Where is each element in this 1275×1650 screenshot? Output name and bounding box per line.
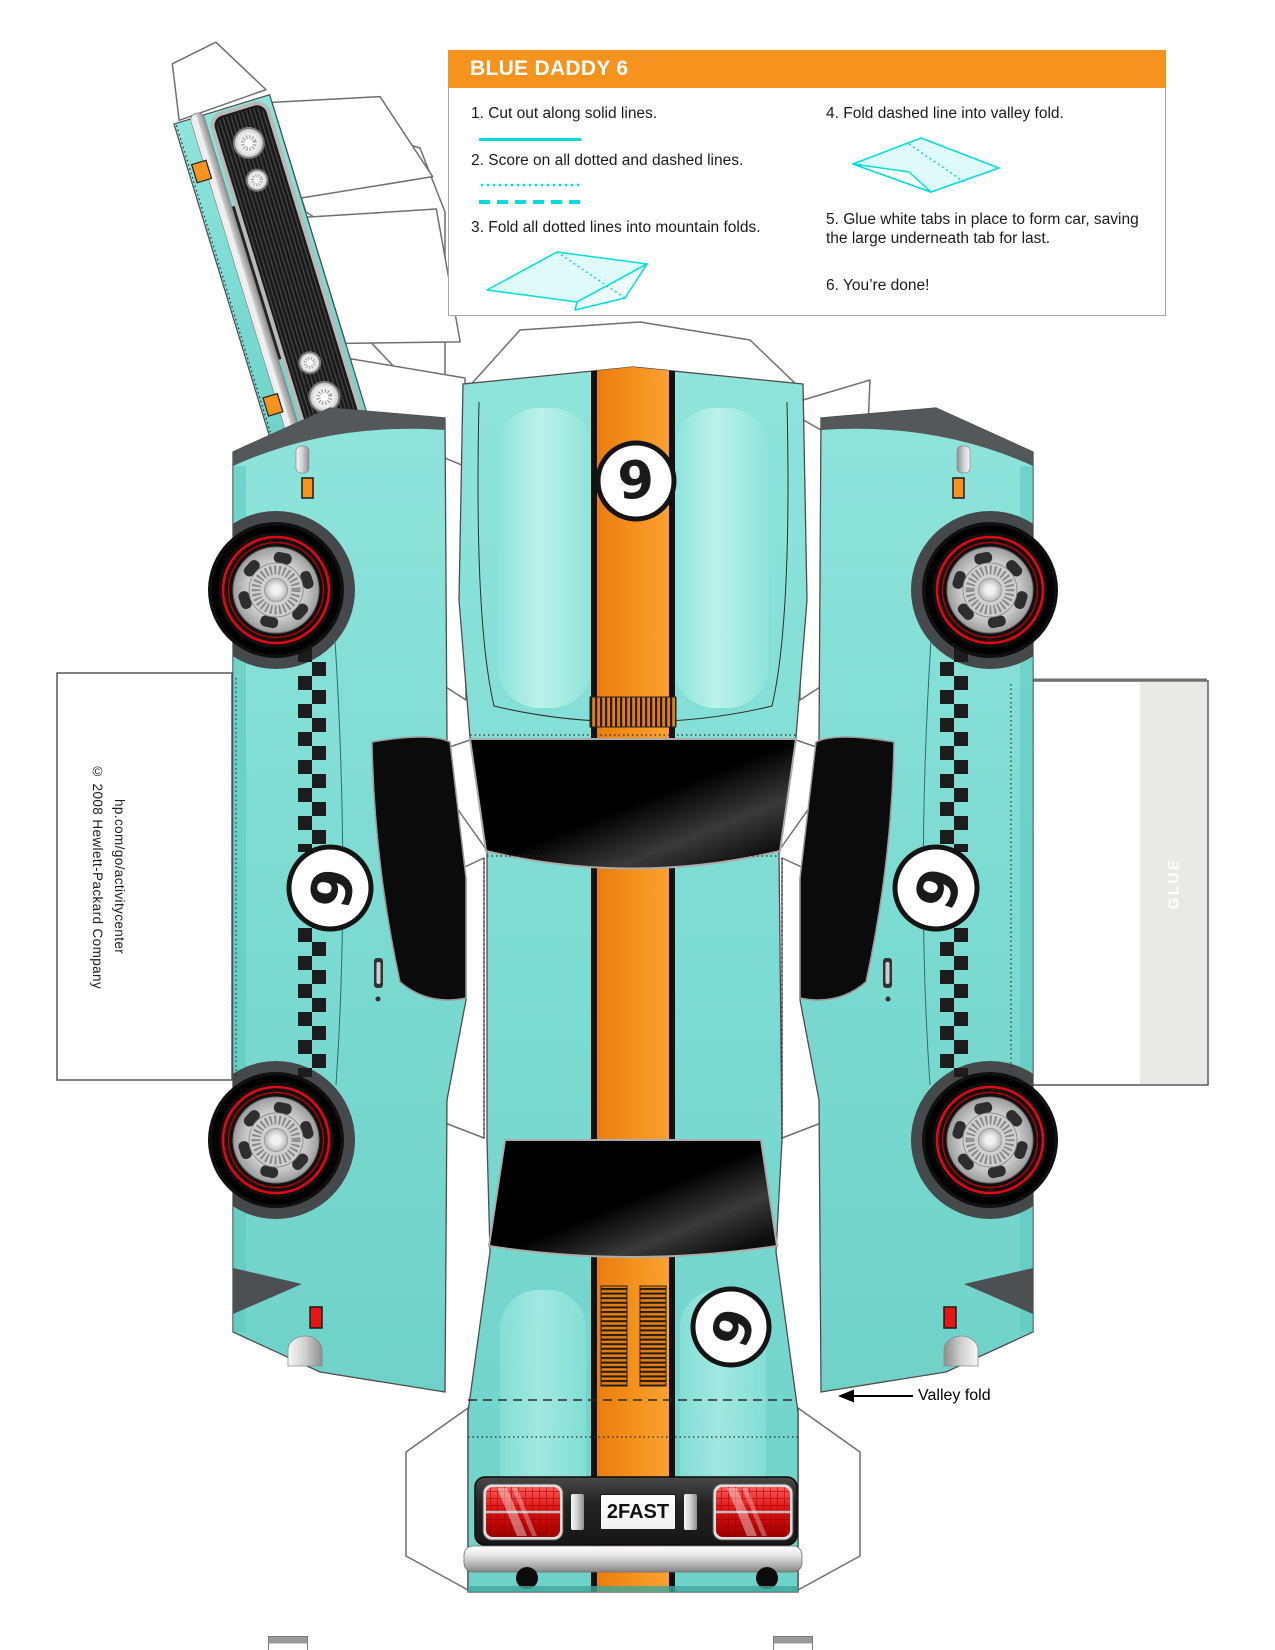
valley-fold-label: Valley fold: [918, 1387, 991, 1404]
copyright-line-1: © 2008 Hewlett-Packard Company: [90, 763, 105, 990]
instructions-panel: BLUE DADDY 6 1. Cut out along solid line…: [448, 50, 1166, 316]
glue-label: GLUE: [1165, 857, 1183, 909]
headlights: [232, 126, 341, 413]
car-side-piece: [197, 407, 467, 1393]
front-grille-piece: [171, 41, 468, 508]
license-plate: 2FAST: [600, 1494, 676, 1530]
taillight-left: [482, 1483, 564, 1541]
license-plate-text: 2FAST: [606, 1500, 670, 1523]
side-turn-signal: [301, 477, 314, 499]
rear-bumper: [463, 1545, 803, 1573]
dotted-line-sample: [479, 183, 583, 187]
dashed-line-sample: [479, 200, 585, 204]
rear-window: [487, 1139, 779, 1258]
front-turn-signal: [190, 159, 213, 184]
copyright-text: © 2008 Hewlett-Packard Company hp.com/go…: [86, 673, 130, 1080]
front-wheel: [208, 522, 344, 658]
trunk-vents: [600, 1285, 667, 1387]
rear-bumper-end: [287, 1335, 323, 1367]
side-window: [371, 736, 467, 1001]
instruction-step-4: 4. Fold dashed line into valley fold.: [826, 105, 1064, 122]
side-chrome-trim: [295, 445, 310, 474]
instruction-step-1: 1. Cut out along solid lines.: [471, 105, 658, 122]
hood-number-badge: [595, 440, 677, 522]
underneath-tab-left: [56, 672, 233, 1081]
instruction-step-2: 2. Score on all dotted and dashed lines.: [471, 152, 744, 169]
taillight-right: [712, 1483, 794, 1541]
checker-stripe: [298, 648, 326, 852]
copyright-line-2: hp.com/go/activitycenter: [112, 798, 127, 955]
trunk-number-badge: [690, 1286, 772, 1368]
left-arrow-icon: [838, 1389, 913, 1403]
instruction-step-6: 6. You’re done!: [826, 277, 930, 294]
instructions-body: 1. Cut out along solid lines. 2. Score o…: [448, 88, 1166, 316]
instruction-step-5: 5. Glue white tabs in place to form car,…: [826, 211, 1139, 247]
title-bar: BLUE DADDY 6: [448, 50, 1166, 88]
car-top-piece: [458, 366, 808, 1593]
instruction-step-3: 3. Fold all dotted lines into mountain f…: [471, 219, 761, 236]
mountain-fold-diagram: [486, 251, 648, 311]
rear-wheel: [208, 1072, 344, 1208]
hood-number: 9: [616, 450, 656, 512]
next-sheet-corner: [773, 1636, 813, 1650]
cowl-vent: [589, 696, 677, 728]
glue-strip: [1140, 682, 1207, 1084]
exhaust: [756, 1567, 778, 1589]
windshield: [468, 738, 798, 870]
glue-tab-label: GLUE: [1140, 682, 1208, 1084]
valley-fold-diagram: [852, 137, 1000, 193]
fold-lines: [235, 678, 1012, 1438]
side-number-badge: [286, 844, 374, 932]
front-turn-signal: [262, 392, 284, 417]
solid-line-sample: [479, 138, 581, 141]
side-tail-marker: [309, 1306, 323, 1329]
exhaust: [516, 1567, 538, 1589]
racing-stripe: [591, 367, 675, 1592]
checker-stripe: [298, 925, 326, 1077]
page-title: BLUE DADDY 6: [470, 57, 629, 80]
next-sheet-corner: [268, 1636, 308, 1650]
